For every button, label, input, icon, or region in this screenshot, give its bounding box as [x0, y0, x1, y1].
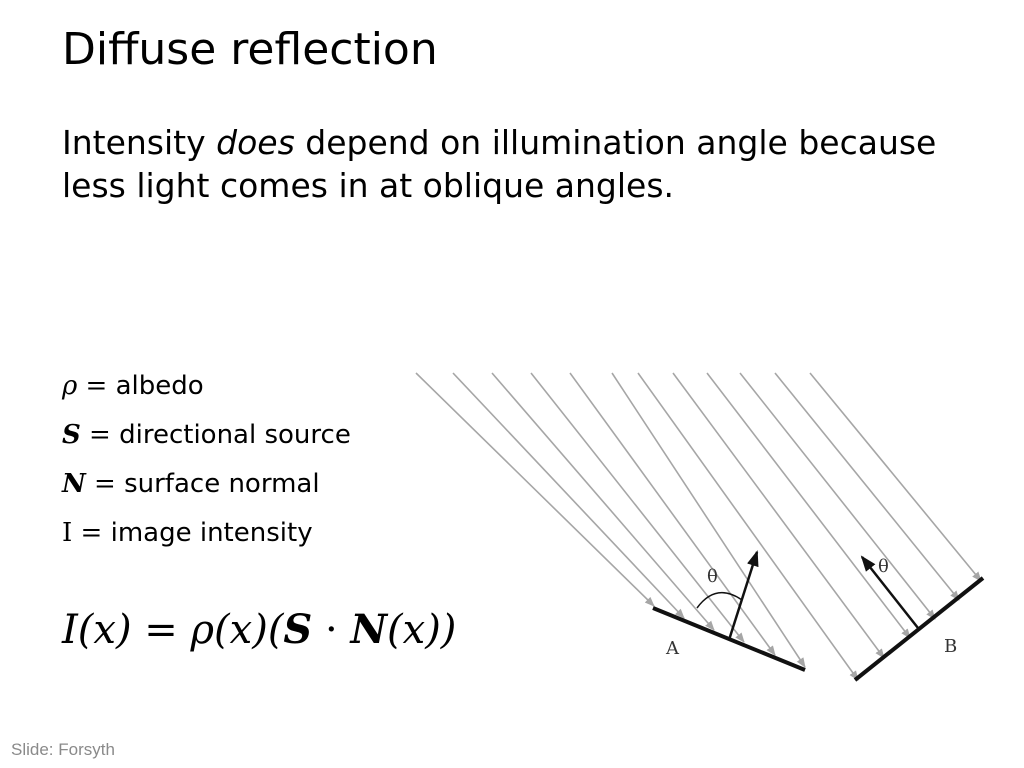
equation-equals: = — [131, 607, 191, 653]
surface-b — [853, 576, 985, 682]
light-ray — [809, 372, 982, 582]
definition-text: albedo — [115, 371, 204, 401]
diffuse-reflection-diagram: θ A θ B — [415, 372, 985, 682]
light-ray — [452, 372, 685, 619]
equation-lhs: I(x) — [62, 607, 132, 653]
slide-credit: Slide: Forsyth — [11, 740, 115, 759]
light-ray — [706, 372, 911, 639]
light-rays — [415, 372, 982, 681]
definition-text: surface normal — [124, 469, 320, 499]
definition-normal: N = surface normal — [62, 464, 422, 513]
definition-source: S = directional source — [62, 415, 422, 464]
definition-albedo: ρ = albedo — [62, 366, 422, 415]
normal-a-arrow — [727, 550, 759, 641]
equation-rho: ρ(x)( — [190, 607, 284, 653]
angle-arc-a — [696, 591, 743, 609]
rho-symbol: ρ — [62, 371, 78, 401]
equals-sign: = — [72, 518, 111, 548]
light-ray — [491, 372, 715, 631]
reflectance-equation: I(x) = ρ(x)(S · N(x)) — [62, 606, 456, 654]
light-ray — [672, 372, 885, 659]
normal-b-arrow — [860, 555, 919, 629]
definition-list: ρ = albedo S = directional source N = su… — [62, 366, 422, 562]
equation-n: N — [350, 606, 388, 653]
definition-intensity: I = image intensity — [62, 513, 422, 562]
slide-subtitle: Intensity does depend on illumination an… — [62, 122, 962, 208]
equation-s: S — [283, 606, 313, 653]
i-symbol: I — [62, 518, 73, 548]
light-ray — [611, 372, 806, 668]
slide-title: Diffuse reflection — [62, 24, 438, 75]
theta-a-label: θ — [707, 566, 718, 587]
equals-sign: = — [80, 420, 120, 450]
equation-dot: · — [312, 607, 351, 653]
subtitle-part-2: depend on illumination angle because les… — [62, 123, 937, 205]
light-ray — [774, 372, 960, 601]
label-b: B — [944, 636, 957, 657]
subtitle-emphasis: does — [216, 123, 295, 162]
definition-text: directional source — [119, 420, 351, 450]
subtitle-part-1: Intensity — [62, 123, 217, 162]
n-symbol: N — [62, 469, 86, 499]
light-ray — [569, 372, 776, 656]
definition-text: image intensity — [110, 518, 313, 548]
light-ray — [530, 372, 745, 643]
equals-sign: = — [85, 469, 125, 499]
equation-tail: (x)) — [387, 607, 457, 653]
light-ray — [637, 372, 859, 681]
light-ray — [739, 372, 936, 620]
s-symbol: S — [62, 420, 81, 450]
equals-sign: = — [77, 371, 116, 401]
theta-b-label: θ — [878, 556, 889, 577]
label-a: A — [665, 638, 680, 659]
light-ray — [415, 372, 655, 607]
